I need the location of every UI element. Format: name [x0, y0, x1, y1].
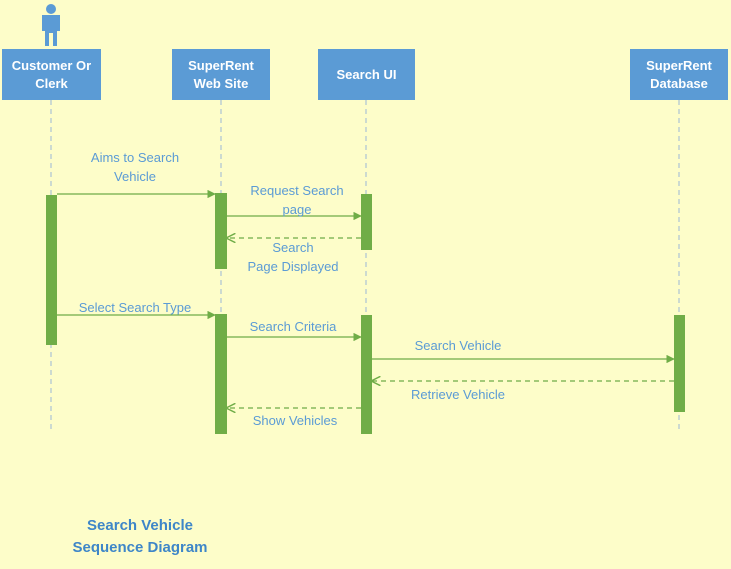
message-label-request-search-page: Request Search page: [250, 183, 344, 217]
message-label-select-search-type: Select Search Type: [78, 300, 192, 315]
actor-person-icon: [42, 4, 60, 46]
message-label-search-vehicle: Search Vehicle: [414, 338, 502, 353]
lifeline-header-searchui: Search UI: [318, 49, 415, 100]
activation-searchui-2: [361, 315, 372, 434]
lifeline-header-customer: Customer Or Clerk: [2, 49, 101, 100]
diagram-caption: Search Vehicle Sequence Diagram: [72, 517, 208, 556]
lifeline-header-database: SuperRent Database: [630, 49, 728, 100]
activation-website-1: [215, 193, 227, 269]
activation-searchui-1: [361, 194, 372, 250]
activation-customer: [46, 195, 57, 345]
message-label-retrieve-vehicle: Retrieve Vehicle: [411, 387, 505, 402]
activation-database: [674, 315, 685, 412]
message-label-show-vehicles: Show Vehicles: [252, 413, 338, 428]
lifeline-header-website: SuperRent Web Site: [172, 49, 270, 100]
activation-website-2: [215, 314, 227, 434]
message-label-page-displayed: Search Page Displayed: [247, 240, 339, 274]
message-label-aims-to-search: Aims to Search Vehicle: [90, 150, 180, 184]
message-label-search-criteria: Search Criteria: [249, 319, 337, 334]
